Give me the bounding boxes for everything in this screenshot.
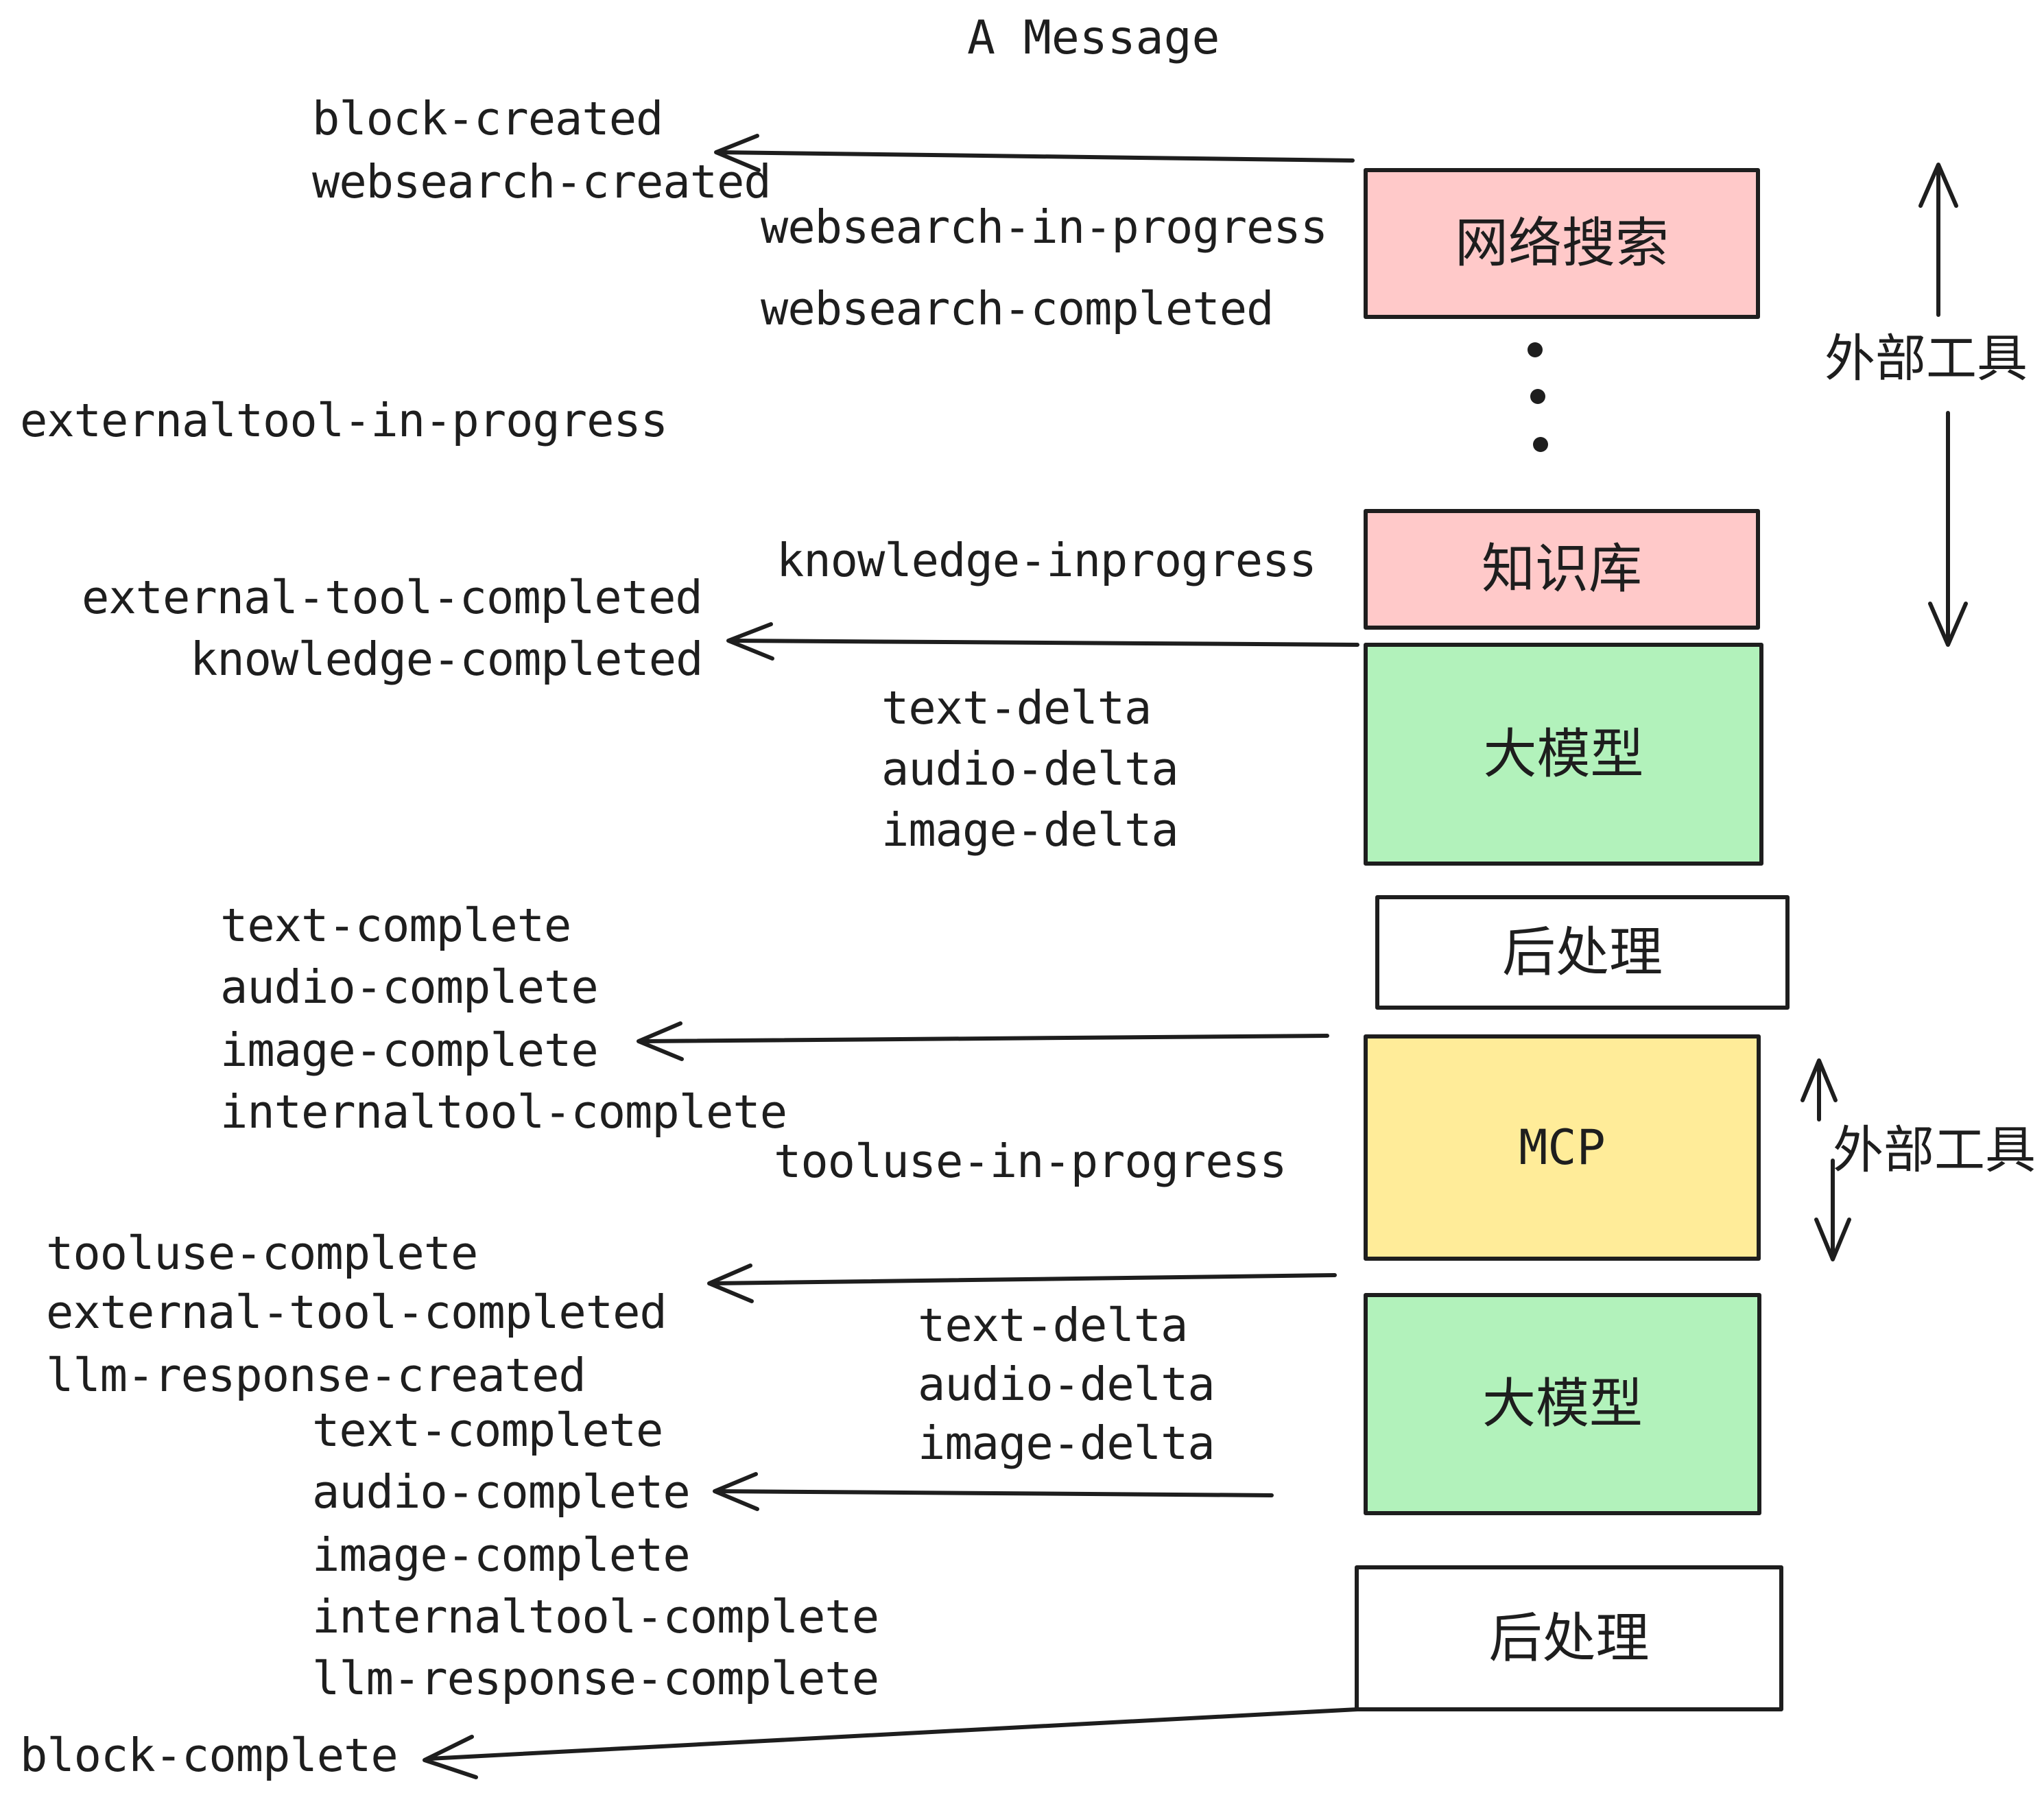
event-websearch-created: websearch-created bbox=[312, 155, 772, 209]
node-post-bottom-label: 后处理 bbox=[1488, 1607, 1650, 1670]
node-post-top-label: 后处理 bbox=[1501, 921, 1663, 984]
node-mcp-label: MCP bbox=[1519, 1119, 1606, 1176]
arrow-block-complete bbox=[423, 1707, 1359, 1779]
arrow-image-complete bbox=[637, 1021, 1329, 1061]
arrow-external-tool-completed bbox=[707, 1263, 1337, 1303]
side-label-external-tools-top: 外部工具 bbox=[1825, 329, 2028, 388]
arrow-block-created bbox=[714, 134, 1355, 172]
event-image-delta-2: image-delta bbox=[918, 1416, 1215, 1470]
event-image-complete-2: image-complete bbox=[312, 1528, 691, 1582]
event-tooluse-complete: tooluse-complete bbox=[46, 1226, 478, 1280]
node-knowledge-label: 知识库 bbox=[1481, 538, 1642, 600]
node-websearch-label: 网络搜索 bbox=[1454, 213, 1669, 274]
event-websearch-in-progress: websearch-in-progress bbox=[761, 200, 1328, 254]
event-text-complete-2: text-complete bbox=[312, 1403, 663, 1457]
event-knowledge-inprogress: knowledge-inprogress bbox=[776, 534, 1317, 587]
event-block-complete: block-complete bbox=[20, 1729, 399, 1782]
node-knowledge: 知识库 bbox=[1364, 509, 1760, 630]
event-image-delta: image-delta bbox=[881, 803, 1179, 857]
node-llm-top: 大模型 bbox=[1364, 643, 1763, 866]
event-llm-response-created: llm-response-created bbox=[46, 1349, 586, 1402]
double-arrow-external-tools-top bbox=[1918, 163, 1968, 647]
side-label-external-tools-bottom: 外部工具 bbox=[1833, 1121, 2036, 1180]
event-internaltool-complete: internaltool-complete bbox=[220, 1085, 787, 1139]
event-text-complete: text-complete bbox=[220, 899, 571, 952]
arrow-audio-complete bbox=[713, 1472, 1274, 1511]
node-websearch: 网络搜索 bbox=[1364, 168, 1760, 319]
node-llm-bottom-label: 大模型 bbox=[1482, 1373, 1643, 1435]
event-audio-complete: audio-complete bbox=[220, 960, 599, 1014]
node-llm-top-label: 大模型 bbox=[1483, 723, 1644, 785]
event-tooluse-in-progress: tooluse-in-progress bbox=[774, 1135, 1287, 1188]
arrow-knowledge-completed bbox=[726, 622, 1359, 661]
event-llm-response-complete: llm-response-complete bbox=[312, 1652, 879, 1705]
event-audio-delta: audio-delta bbox=[881, 742, 1179, 796]
event-text-delta: text-delta bbox=[881, 681, 1152, 735]
event-websearch-completed: websearch-completed bbox=[761, 282, 1274, 335]
node-mcp: MCP bbox=[1364, 1034, 1761, 1261]
event-internaltool-complete-2: internaltool-complete bbox=[312, 1590, 879, 1643]
event-external-tool-completed: external-tool-completed bbox=[82, 571, 703, 624]
event-text-delta-2: text-delta bbox=[918, 1298, 1188, 1352]
event-block-created: block-created bbox=[312, 92, 663, 145]
node-llm-bottom: 大模型 bbox=[1364, 1293, 1761, 1515]
event-knowledge-completed: knowledge-completed bbox=[190, 632, 703, 686]
event-externaltool-in-progress: externaltool-in-progress bbox=[20, 394, 668, 447]
node-post-top: 后处理 bbox=[1375, 895, 1790, 1010]
event-external-tool-completed-2: external-tool-completed bbox=[46, 1285, 667, 1339]
ellipsis-dots bbox=[1528, 342, 1548, 452]
node-post-bottom: 后处理 bbox=[1355, 1565, 1783, 1711]
event-image-complete: image-complete bbox=[220, 1023, 599, 1077]
page-title: A Message bbox=[967, 11, 1220, 65]
event-audio-delta-2: audio-delta bbox=[918, 1357, 1215, 1411]
event-audio-complete-2: audio-complete bbox=[312, 1465, 691, 1519]
